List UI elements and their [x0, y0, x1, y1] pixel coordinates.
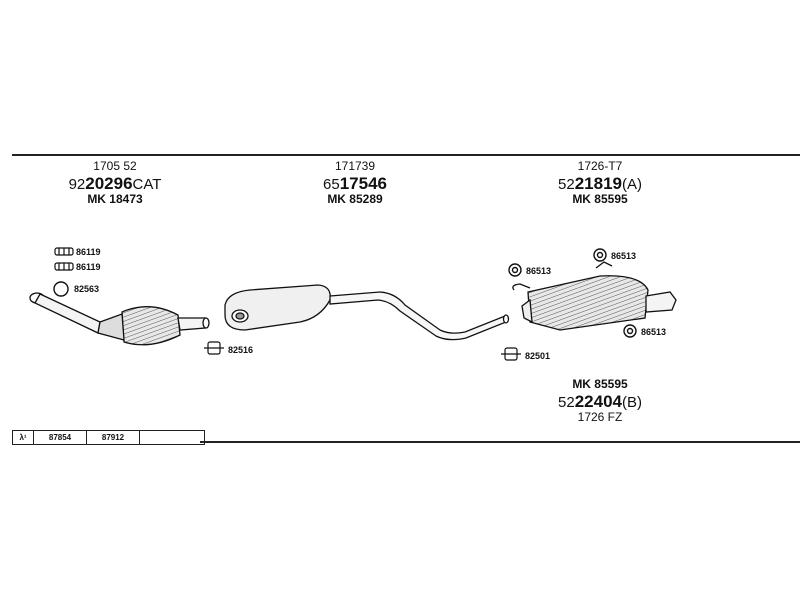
- group-prefix: 92: [68, 175, 86, 193]
- group-code: 21819: [574, 173, 622, 193]
- group-mk: MK 85595: [572, 192, 628, 207]
- hanger-clamp-icon: [501, 347, 521, 361]
- part-number-mount: 86513: [641, 327, 667, 337]
- group-ref: 1726 FZ: [577, 410, 623, 425]
- lambda-cell: [140, 431, 204, 444]
- group-suffix: (B): [621, 393, 642, 411]
- part-number-clamp: 86119: [76, 247, 101, 257]
- part-number-hanger: 82501: [525, 351, 551, 361]
- part-number-mount: 86513: [611, 251, 637, 261]
- clamp-icon: [54, 247, 74, 256]
- group-ref: 171739: [334, 159, 376, 173]
- group-mk: MK 18473: [87, 192, 143, 207]
- rear-silencer-icon: [512, 261, 677, 331]
- bottom-border-line: [200, 441, 800, 443]
- lambda-symbol: λ¹: [13, 431, 34, 444]
- part-number-gasket: 82563: [74, 284, 100, 294]
- label-group-middle: 171739 6517546 MK 85289: [280, 159, 430, 207]
- lambda-cell: 87854: [34, 431, 87, 444]
- group-code: 22404: [574, 391, 622, 411]
- rubber-mount-icon: [508, 263, 522, 277]
- catalytic-converter-icon: [29, 292, 210, 346]
- group-code: 17546: [339, 173, 387, 193]
- middle-silencer-icon: [224, 284, 510, 341]
- group-mk: MK 85289: [327, 192, 383, 207]
- label-group-rear-b: MK 85595 5222404(B) 1726 FZ: [525, 377, 675, 425]
- rubber-mount-icon: [623, 324, 637, 338]
- group-ref: 1726-T7: [577, 159, 623, 173]
- group-ref: 1705 52: [93, 159, 137, 173]
- gasket-ring-icon: [53, 281, 69, 297]
- group-code: 20296: [85, 173, 133, 193]
- hanger-clamp-icon: [204, 341, 224, 355]
- clamp-icon: [54, 262, 74, 271]
- group-suffix: (A): [621, 175, 642, 193]
- group-prefix: 52: [558, 393, 575, 411]
- group-mk: MK 85595: [572, 377, 628, 391]
- part-number-clamp: 86119: [76, 262, 101, 272]
- group-prefix: 65: [323, 175, 340, 193]
- rubber-mount-icon: [593, 248, 607, 262]
- label-group-catalyst: 1705 52 9220296CAT MK 18473: [40, 159, 190, 207]
- group-prefix: 52: [558, 175, 575, 193]
- lambda-cell: 87912: [87, 431, 140, 444]
- lambda-sensor-table: λ¹ 87854 87912: [12, 430, 205, 445]
- part-number-mount: 86513: [526, 266, 552, 276]
- part-number-hanger: 82516: [228, 345, 254, 355]
- top-border-line: [12, 154, 800, 156]
- group-suffix: CAT: [132, 175, 162, 193]
- label-group-rear-a: 1726-T7 5221819(A) MK 85595: [525, 159, 675, 207]
